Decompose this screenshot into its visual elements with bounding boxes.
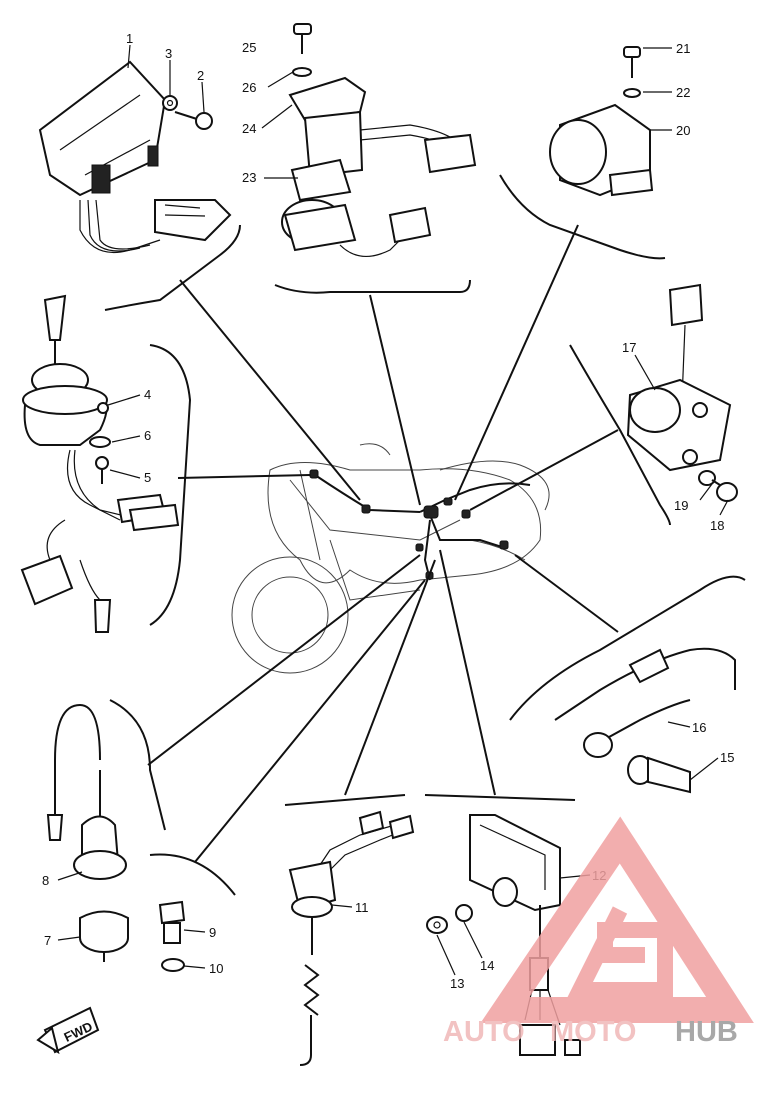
label-2: 2 [197, 68, 204, 83]
label-10: 10 [209, 961, 223, 976]
nut-13 [426, 916, 448, 934]
label-1: 1 [126, 31, 133, 46]
socket-16 [583, 732, 613, 758]
label-4: 4 [144, 387, 151, 402]
washer-19 [698, 470, 716, 486]
leader-lines [147, 224, 619, 863]
part-number-labels: 1 2 3 4 5 6 7 8 9 10 11 12 13 14 15 16 1… [42, 31, 734, 991]
bracket-24 [288, 76, 477, 178]
coil-23 [281, 158, 432, 257]
wiring-harness-center [309, 469, 531, 581]
watermark-text-moto: MOTO [550, 1016, 636, 1048]
motorcycle-outline [231, 443, 550, 674]
relay-17 [626, 283, 732, 472]
label-21: 21 [676, 41, 690, 56]
label-3: 3 [165, 46, 172, 61]
cord-8 [46, 703, 101, 841]
washer-6 [89, 436, 111, 448]
label-26: 26 [242, 80, 256, 95]
label-19: 19 [674, 498, 688, 513]
label-5: 5 [144, 470, 151, 485]
label-13: 13 [450, 976, 464, 991]
group-brackets [104, 174, 746, 896]
relay-20 [549, 103, 654, 197]
bulb-15 [627, 755, 691, 794]
washer-10 [161, 958, 185, 972]
label-9: 9 [209, 925, 216, 940]
part-1-regulator [38, 60, 232, 254]
label-15: 15 [720, 750, 734, 765]
key-switch-4 [20, 294, 180, 633]
washer-14 [455, 904, 473, 922]
relay-12 [469, 814, 581, 1056]
watermark-text-hub: HUB [675, 1016, 738, 1048]
watermark-g [567, 906, 673, 998]
cap-8 [73, 770, 127, 880]
screw-5 [95, 456, 109, 484]
label-20: 20 [676, 123, 690, 138]
callout-lines [57, 44, 729, 976]
bolt-2 [174, 111, 213, 130]
label-11: 11 [355, 900, 369, 915]
washer-3 [162, 95, 178, 111]
label-18: 18 [710, 518, 724, 533]
switch-9 [158, 900, 186, 944]
watermark-triangle [480, 816, 754, 1023]
washer-26 [292, 67, 312, 77]
watermark-text-auto: AUTO [443, 1016, 525, 1048]
fwd-arrow: FWD [36, 1006, 100, 1055]
automotohub-watermark: AUTO MOTO HUB [443, 816, 754, 1048]
label-7: 7 [44, 933, 51, 948]
label-8: 8 [42, 873, 49, 888]
label-24: 24 [242, 121, 256, 136]
cable-16 [554, 647, 736, 743]
switch-7 [79, 910, 129, 962]
screw-21 [623, 46, 641, 78]
washer-22 [623, 88, 641, 98]
label-17: 17 [622, 340, 636, 355]
switch-11 [288, 810, 415, 1066]
screw-25 [293, 23, 312, 54]
label-22: 22 [676, 85, 690, 100]
label-14: 14 [480, 958, 494, 973]
label-6: 6 [144, 428, 151, 443]
label-23: 23 [242, 170, 256, 185]
label-16: 16 [692, 720, 706, 735]
label-25: 25 [242, 40, 256, 55]
bolt-18 [711, 479, 738, 502]
